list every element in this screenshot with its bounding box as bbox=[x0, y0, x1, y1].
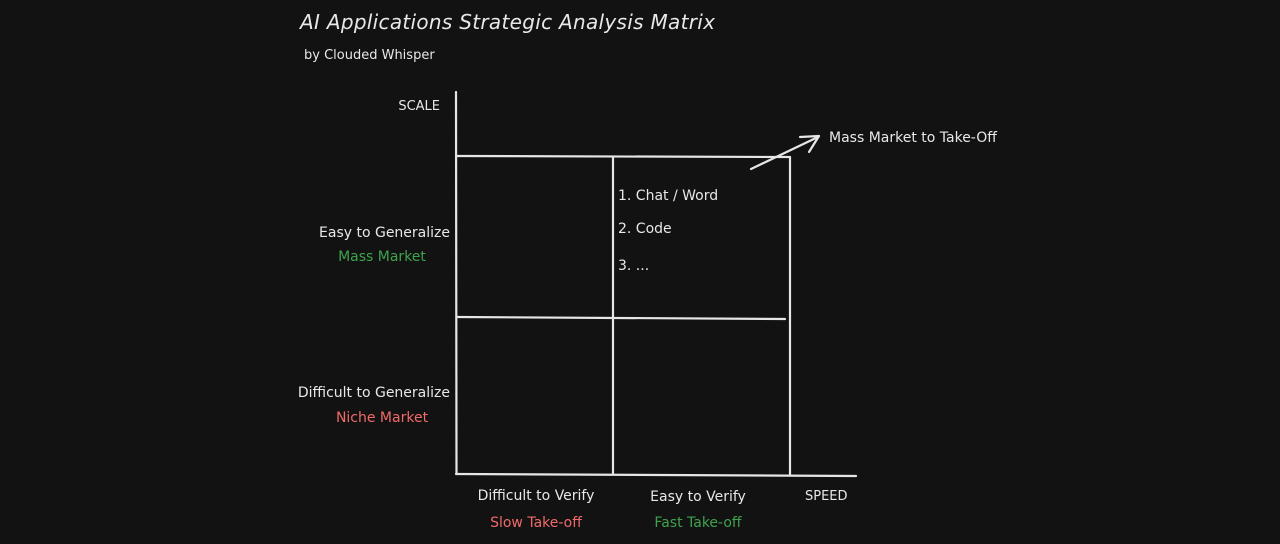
arrow-shaft bbox=[749, 135, 820, 171]
row-sublabel-bottom: Niche Market bbox=[335, 410, 429, 426]
quadrant-item: 3. ... bbox=[618, 258, 650, 274]
column-label-right: Easy to Verify bbox=[650, 489, 746, 505]
row-label-bottom: Difficult to Generalize bbox=[297, 385, 450, 401]
page-title: AI Applications Strategic Analysis Matri… bbox=[300, 10, 716, 34]
quadrant-item: 2. Code bbox=[618, 221, 672, 237]
x-axis-line bbox=[454, 472, 858, 478]
column-sublabel-right: Fast Take-off bbox=[654, 515, 742, 531]
x-axis-label: SPEED bbox=[805, 489, 848, 504]
row-label-top: Easy to Generalize bbox=[319, 225, 450, 241]
grid-horizontal-divider bbox=[455, 315, 787, 321]
page-subtitle: by Clouded Whisper bbox=[304, 48, 435, 63]
y-axis-line bbox=[454, 90, 458, 476]
grid-top-border bbox=[455, 154, 792, 159]
quadrant-item: 1. Chat / Word bbox=[618, 188, 719, 204]
y-axis-label: SCALE bbox=[398, 99, 440, 114]
arrow-annotation-label: Mass Market to Take-Off bbox=[829, 130, 997, 146]
column-label-left: Difficult to Verify bbox=[477, 488, 595, 504]
column-sublabel-left: Slow Take-off bbox=[490, 515, 582, 531]
row-sublabel-top: Mass Market bbox=[338, 249, 426, 265]
arrow-head bbox=[798, 134, 821, 154]
